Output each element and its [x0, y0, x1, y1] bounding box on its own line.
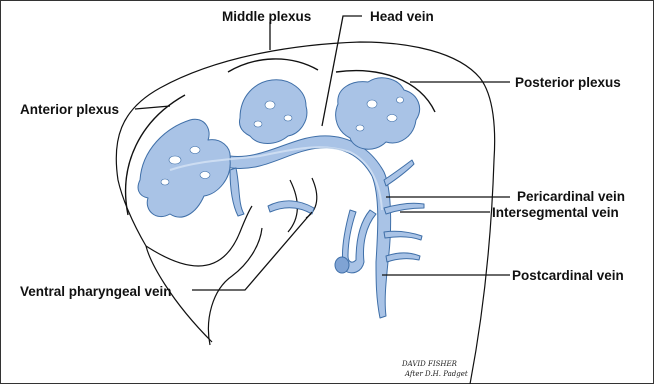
intersegmental-branch-4 — [384, 160, 414, 186]
pharyngeal-arch-curve-2 — [208, 228, 262, 345]
intersegmental-branch-3 — [386, 253, 420, 262]
label-ventral-pharyngeal-vein: Ventral pharyngeal vein — [20, 284, 172, 299]
plexus-hole — [254, 121, 262, 127]
plexus-hole — [397, 97, 404, 103]
label-intersegmental-vein: Intersegmental vein — [492, 205, 619, 220]
plexus-hole — [367, 100, 377, 108]
plexus-hole — [190, 147, 200, 154]
label-middle-plexus: Middle plexus — [222, 9, 311, 24]
label-postcardinal-vein: Postcardinal vein — [512, 268, 624, 283]
posterior-plexus-vessels — [336, 78, 420, 149]
ventral-pharyngeal-branch — [230, 168, 244, 216]
plexus-hole — [169, 156, 181, 164]
plexus-hole — [200, 172, 210, 179]
plexus-hole — [387, 115, 397, 122]
plexus-hole — [356, 125, 364, 131]
plexus-hole — [265, 101, 275, 109]
label-posterior-plexus: Posterior plexus — [515, 75, 621, 90]
vessel-cut-end — [335, 257, 349, 273]
pharyngeal-branch-2 — [268, 201, 314, 214]
artist-credit: After D.H. Padget — [404, 370, 468, 378]
label-anterior-plexus: Anterior plexus — [20, 102, 119, 117]
label-head-vein: Head vein — [370, 9, 434, 24]
artist-signature: DAVID FISHER — [401, 360, 458, 368]
middle-plexus-vessels — [239, 80, 306, 144]
plexus-hole — [284, 115, 292, 121]
label-pericardinal-vein: Pericardinal vein — [517, 189, 625, 204]
plexus-hole — [161, 179, 169, 185]
anterior-plexus-vessels — [138, 119, 230, 217]
middle-plexus-bracket — [228, 59, 318, 72]
